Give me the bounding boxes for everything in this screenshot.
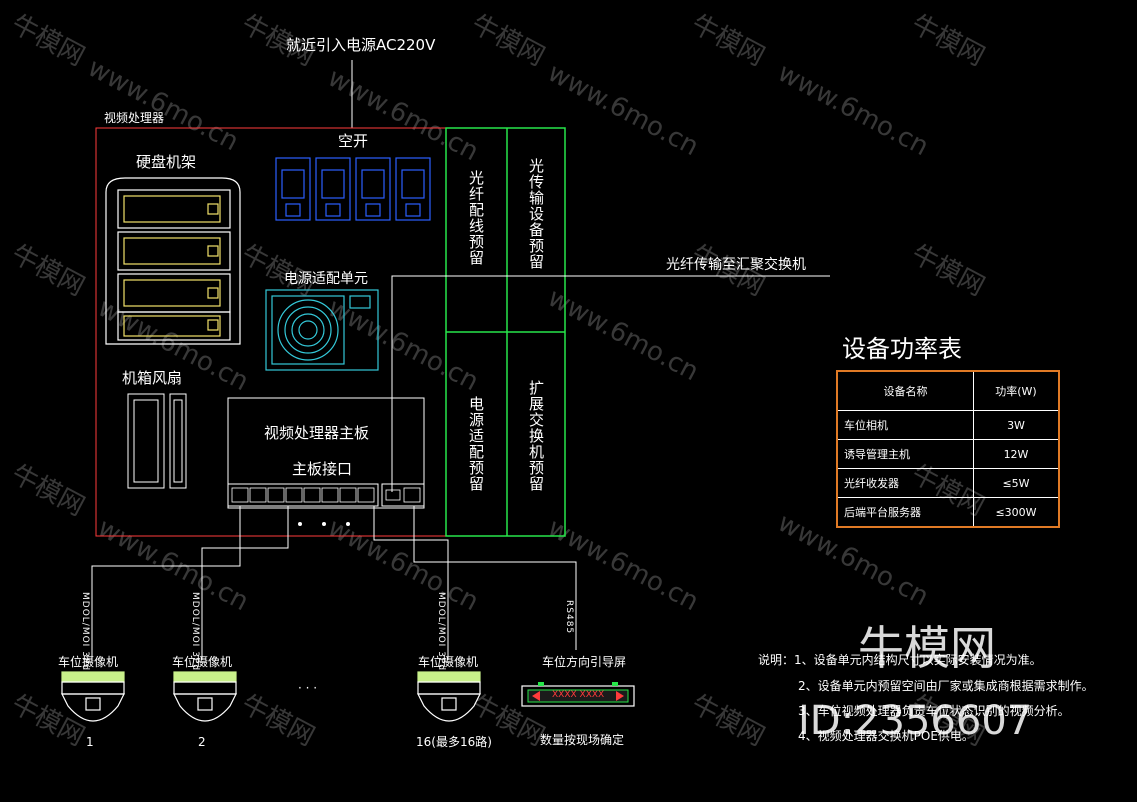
- header-power: 功率(W): [973, 370, 1060, 411]
- power-table: 设备名称 功率(W) 车位相机 3W 诱导管理主机 12W 光纤收发器 ≤5W …: [836, 370, 1060, 528]
- cable-label: MDOL/MOI 3Pd: [190, 592, 200, 672]
- device-power: 12W: [973, 439, 1060, 469]
- fiber-device-reserve-label: 光传输设备预留: [527, 158, 545, 270]
- mainboard-port-label: 主板接口: [292, 460, 353, 478]
- cable-label: MDOL/MOI 3Pd: [436, 592, 446, 672]
- device-power: 3W: [973, 410, 1060, 440]
- device-power: ≤5W: [973, 468, 1060, 498]
- cable-label: RS485: [564, 600, 574, 635]
- device-name: 诱导管理主机: [836, 439, 974, 469]
- case-fan-label: 机箱风扇: [122, 369, 183, 387]
- note-4: 4、视频处理器交换机POE供电。: [798, 729, 974, 743]
- device-name: 后端平台服务器: [836, 497, 974, 528]
- fiber-reserve-label: 光纤配线预留: [467, 170, 485, 266]
- power-input-label: 就近引入电源AC220V: [286, 36, 436, 54]
- breaker-group: [275, 157, 431, 221]
- note-3: 3、车位视频处理器负责车位状态识别的视频分析。: [798, 704, 1070, 718]
- guide-screen-text: XXXX XXXX: [552, 690, 605, 700]
- power-adapter-fan: [265, 289, 379, 371]
- power-table-title: 设备功率表: [842, 335, 962, 363]
- watermark-brand-large: 牛模网: [858, 621, 996, 675]
- cable-label: MDOL/MOI 3Pd: [80, 592, 90, 672]
- camera-2-number: 2: [198, 735, 206, 749]
- camera-cables: [91, 506, 577, 660]
- power-adapter-reserve-label: 电源适配预留: [467, 396, 485, 492]
- guide-screen-note: 数量按现场确定: [540, 733, 625, 747]
- fiber-line: [391, 275, 830, 492]
- guide-screen: [521, 682, 635, 707]
- camera-2: [173, 671, 237, 722]
- device-power: ≤300W: [973, 497, 1060, 528]
- camera-2-title: 车位摄像机: [172, 655, 233, 669]
- camera-1-title: 车位摄像机: [58, 655, 119, 669]
- fiber-to-switch-label: 光纤传输至汇聚交换机: [666, 257, 806, 273]
- watermark-id: ID:2356607: [798, 698, 1033, 744]
- camera-1: [61, 671, 125, 722]
- table-row: 光纤收发器 ≤5W: [836, 468, 1060, 498]
- note-1: 说明：1、设备单元内结构尺寸以实际安装情况为准。: [758, 653, 1042, 667]
- device-name: 光纤收发器: [836, 468, 974, 498]
- note-2: 2、设备单元内预留空间由厂家或集成商根据需求制作。: [798, 679, 1094, 693]
- header-device-name: 设备名称: [836, 370, 974, 411]
- video-processor-label: 视频处理器: [104, 111, 165, 125]
- power-adapter-label: 电源适配单元: [284, 271, 368, 287]
- camera-16: [417, 671, 481, 722]
- table-row: 诱导管理主机 12W: [836, 439, 1060, 469]
- camera-1-number: 1: [86, 735, 94, 749]
- camera-16-title: 车位摄像机: [418, 655, 479, 669]
- air-switch-label: 空开: [338, 132, 369, 150]
- table-row: 后端平台服务器 ≤300W: [836, 497, 1060, 528]
- camera-16-number: 16(最多16路): [416, 735, 492, 749]
- disk-rack: [105, 177, 241, 345]
- switch-reserve-label: 扩展交换机预留: [527, 380, 545, 492]
- ellipsis: · · ·: [298, 681, 318, 695]
- guide-screen-title: 车位方向引导屏: [542, 655, 627, 669]
- mainboard-label: 视频处理器主板: [264, 424, 370, 442]
- device-name: 车位相机: [836, 410, 974, 440]
- case-fan: [127, 393, 187, 489]
- processor-enclosure: [95, 127, 447, 537]
- mainboard-ports: [231, 487, 421, 503]
- table-row: 车位相机 3W: [836, 410, 1060, 440]
- mainboard-box: [227, 397, 425, 509]
- disk-rack-label: 硬盘机架: [136, 153, 197, 171]
